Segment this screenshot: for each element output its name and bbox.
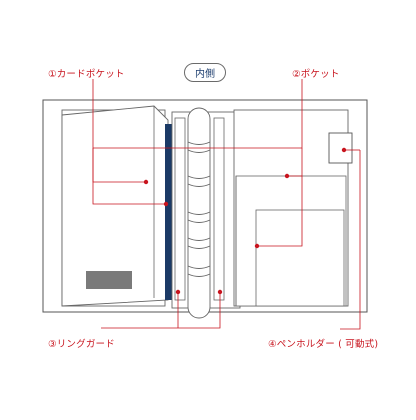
- card-slot-grey: [86, 271, 132, 289]
- ring-guard-right: [213, 117, 225, 301]
- label-ring-guard: ③リングガード: [48, 339, 115, 350]
- ring-bands: [187, 141, 211, 277]
- ring-post: [187, 107, 211, 319]
- dot-pocket-a: [284, 173, 290, 179]
- dot-card-pocket-a: [143, 179, 149, 185]
- dot-card-pocket-b: [163, 201, 169, 207]
- label-pen-holder: ④ペンホルダー ( 可動式): [268, 339, 379, 350]
- dot-ring-guard-b: [217, 289, 223, 295]
- ring-guard-left: [174, 117, 186, 301]
- dot-pocket-b: [254, 243, 260, 249]
- marker-dots: [143, 147, 347, 295]
- label-pocket: ②ポケット: [292, 69, 340, 80]
- dot-pen-holder: [341, 147, 347, 153]
- dot-ring-guard-a: [175, 289, 181, 295]
- pen-holder: [328, 132, 353, 164]
- leader-lines: [92, 79, 361, 330]
- title-text: 内側: [195, 69, 215, 80]
- title-badge: 内側: [184, 63, 226, 82]
- label-card-pocket: ①カードポケット: [48, 69, 125, 80]
- pocket-inner-sheet: [255, 209, 345, 307]
